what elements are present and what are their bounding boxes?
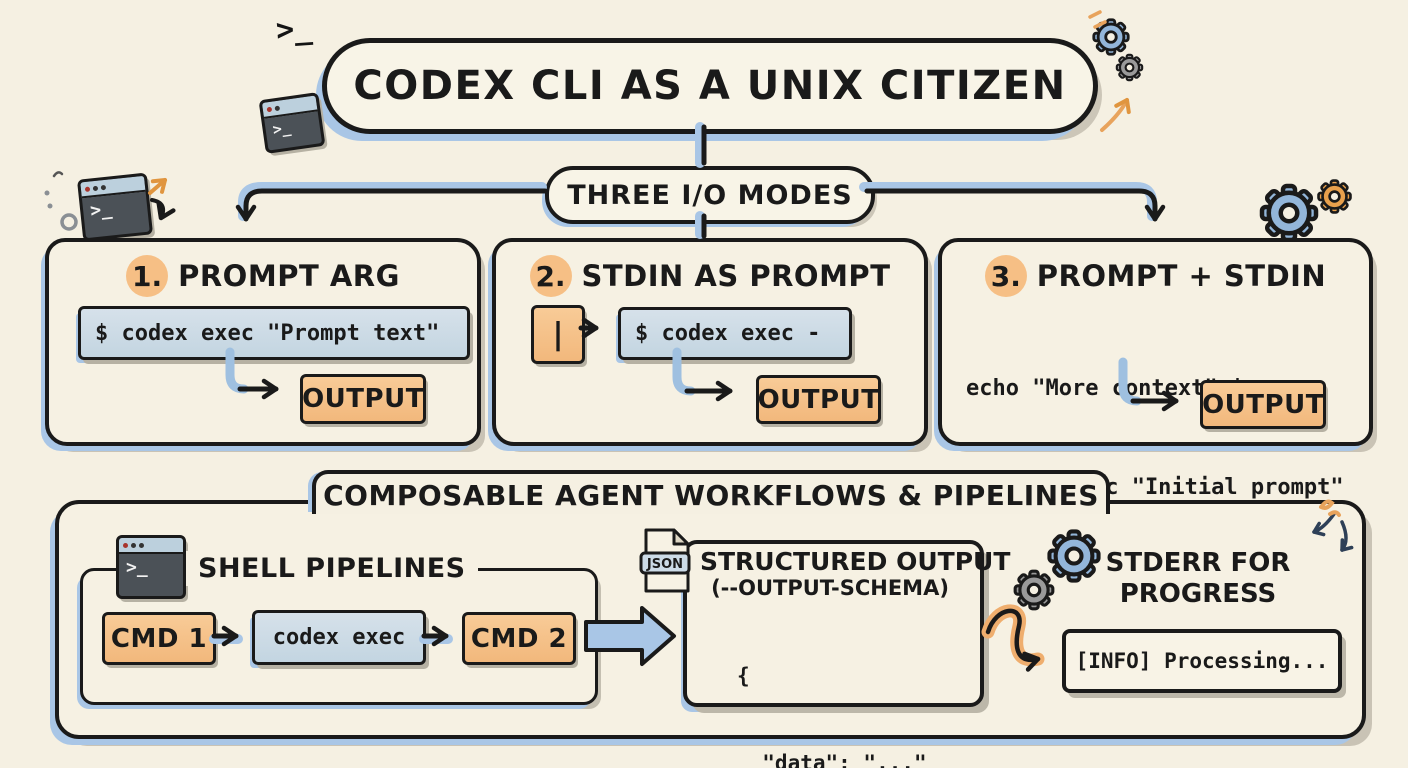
gear-icon [1115, 53, 1144, 82]
terminal-window-icon: >_ [76, 172, 154, 242]
structured-output-code: { "data": "..." } [737, 604, 927, 768]
structured-output-heading: STRUCTURED OUTPUT [700, 547, 1011, 576]
cmd1-box: CMD 1 [102, 612, 216, 665]
json-icon-label: JSON [646, 557, 683, 572]
terminal-prompt-glyph: >_ [89, 198, 113, 222]
workflows-title: COMPOSABLE AGENT WORKFLOWS & PIPELINES [323, 479, 1099, 512]
terminal-titlebar [119, 538, 183, 554]
gear-icon [1256, 180, 1322, 246]
mode1-output-label: OUTPUT [302, 384, 424, 414]
stderr-log-box: [INFO] Processing... [1062, 629, 1342, 693]
terminal-window-icon: >_ [258, 92, 326, 154]
cmd2-label: CMD 2 [470, 623, 568, 654]
mode1-box: 1. PROMPT ARG $ codex exec "Prompt text"… [45, 238, 481, 446]
stderr-heading-line2: PROGRESS [1119, 579, 1277, 609]
prompt-glyph-icon: >_ [274, 10, 314, 49]
mode3-box: 3. PROMPT + STDIN echo "More context" | … [938, 238, 1373, 500]
mode3-heading: 3. PROMPT + STDIN [942, 255, 1369, 297]
stderr-heading: STDERR FOR PROGRESS [1088, 548, 1308, 610]
cmd2-box: CMD 2 [462, 612, 576, 665]
gear-icon [1013, 569, 1055, 611]
stderr-heading-line1: STDERR FOR [1105, 548, 1291, 578]
pipe-glyph: | [548, 317, 568, 352]
gear-icon [1317, 179, 1352, 214]
json-file-icon: JSON [639, 528, 691, 593]
io-modes-label: THREE I/O MODES [567, 179, 853, 211]
mode1-output-box: OUTPUT [300, 374, 426, 424]
mode2-output-label: OUTPUT [757, 384, 880, 415]
terminal-prompt-glyph: >_ [126, 557, 148, 578]
mode3-output-box: OUTPUT [1200, 380, 1326, 429]
io-modes-pill: THREE I/O MODES [545, 166, 875, 224]
json-code-line: { [737, 664, 750, 688]
workflows-title-tab: COMPOSABLE AGENT WORKFLOWS & PIPELINES [312, 470, 1110, 514]
mode2-box: 2. STDIN AS PROMPT | $ codex exec - OUTP… [492, 238, 928, 446]
mode2-number-badge: 2. [529, 255, 572, 297]
shell-pipelines-label: SHELL PIPELINES [186, 551, 478, 586]
mode1-number-badge: 1. [126, 255, 169, 297]
mode1-heading: 1. PROMPT ARG [49, 255, 477, 297]
mode3-number-badge: 3. [984, 255, 1027, 297]
cmd1-label: CMD 1 [110, 623, 208, 654]
mode2-heading-label: STDIN AS PROMPT [581, 259, 891, 293]
mode2-heading: 2. STDIN AS PROMPT [496, 255, 924, 297]
page-title: CODEX CLI AS A UNIX CITIZEN [353, 63, 1067, 109]
codex-exec-box: codex exec [252, 610, 426, 665]
terminal-window-icon: >_ [116, 535, 186, 599]
title-banner: CODEX CLI AS A UNIX CITIZEN [322, 38, 1098, 134]
mode3-heading-label: PROMPT + STDIN [1036, 259, 1327, 293]
mode2-code-snippet: $ codex exec - [618, 307, 852, 360]
mode2-output-box: OUTPUT [756, 375, 881, 424]
mode1-heading-label: PROMPT ARG [178, 259, 400, 293]
json-code-line: "data": "..." [737, 751, 927, 768]
mode3-output-label: OUTPUT [1202, 389, 1324, 420]
mode1-code-snippet: $ codex exec "Prompt text" [78, 306, 470, 360]
structured-output-subheading: (--OUTPUT-SCHEMA) [711, 576, 949, 600]
mode2-pipe-box: | [531, 305, 585, 364]
